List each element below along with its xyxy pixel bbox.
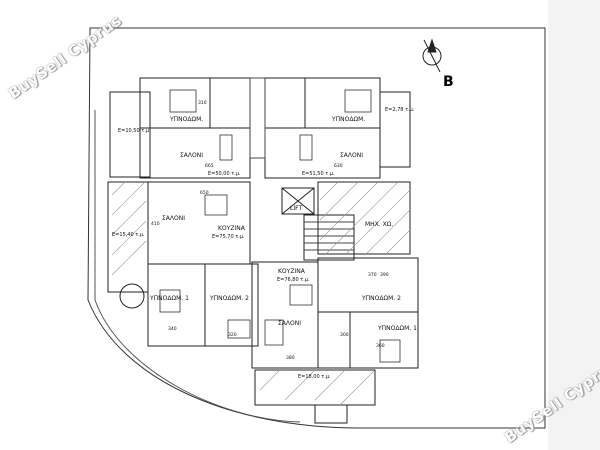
label-mech: ΜΗΧ. ΧΩ.: [365, 221, 393, 228]
area-mid-right: Ε=76,80 τ.μ.: [277, 277, 310, 283]
label-bedroom2-r: ΥΠΝΟΔΩΜ. 2: [361, 295, 401, 302]
label-kitchen-ml: ΚΟΥΖΙΝΑ: [218, 225, 246, 232]
label-bedroom2-l: ΥΠΝΟΔΩΜ. 2: [209, 295, 249, 302]
label-lift: LIFT: [290, 205, 302, 212]
dimension-label: 370: [368, 272, 377, 278]
dimension-labels: 665 630 650 410 390 340 320 370 380 360 300 310: [151, 100, 389, 361]
staircase: [303, 214, 355, 261]
label-bedroom1-r: ΥΠΝΟΔΩΜ. 1: [377, 325, 417, 332]
label-bedroom1-l: ΥΠΝΟΔΩΜ. 1: [149, 295, 189, 302]
mech-room: [317, 181, 411, 255]
dimension-label: 380: [286, 355, 295, 361]
balcony-top-right: [379, 91, 411, 168]
spiral-stair: [119, 283, 145, 309]
north-letter: B: [443, 74, 454, 90]
area-top-left: Ε=50,00 τ.μ.: [208, 171, 241, 177]
label-living-tl: ΣΑΛΟΝΙ: [180, 152, 203, 159]
north-arrow-icon: [422, 38, 442, 73]
area-balcony-4: Ε=18,00 τ.μ.: [298, 374, 331, 380]
label-living-mr: ΣΑΛΟΝΙ: [278, 320, 301, 327]
area-mid-left: Ε=75,70 τ.μ.: [212, 234, 245, 240]
label-bedroom-tl: ΥΠΝΟΔΩΜ.: [169, 116, 203, 123]
area-top-right: Ε=51,50 τ.μ.: [302, 171, 335, 177]
area-balcony-1: Ε=10,50 τ.μ.: [118, 128, 151, 134]
dimension-label: 360: [376, 343, 385, 349]
dimension-label: 665: [205, 163, 214, 169]
dimension-label: 390: [380, 272, 389, 278]
dimension-label: 650: [200, 190, 209, 196]
area-balcony-2: Ε=2,78 τ.μ.: [385, 107, 415, 113]
area-balcony-3: Ε=15,40 τ.μ.: [112, 232, 145, 238]
dimension-label: 320: [228, 332, 237, 338]
lift-shaft: [281, 187, 315, 215]
apartment-mid-left: [147, 181, 251, 265]
dimension-label: 310: [198, 100, 207, 106]
label-bedroom-tr: ΥΠΝΟΔΩΜ.: [331, 116, 365, 123]
balcony-top-left: [109, 91, 151, 178]
label-kitchen-mr: ΚΟΥΖΙΝΑ: [278, 268, 306, 275]
balcony-mid-left: [107, 181, 149, 293]
dimension-label: 410: [151, 221, 160, 227]
label-living-tr: ΣΑΛΟΝΙ: [340, 152, 363, 159]
dimension-label: 300: [340, 332, 349, 338]
side-margin: [548, 0, 600, 450]
plot-boundary: [87, 27, 546, 429]
dimension-label: 630: [334, 163, 343, 169]
label-living-ml: ΣΑΛΟΝΙ: [162, 215, 185, 222]
dimension-label: 340: [168, 326, 177, 332]
